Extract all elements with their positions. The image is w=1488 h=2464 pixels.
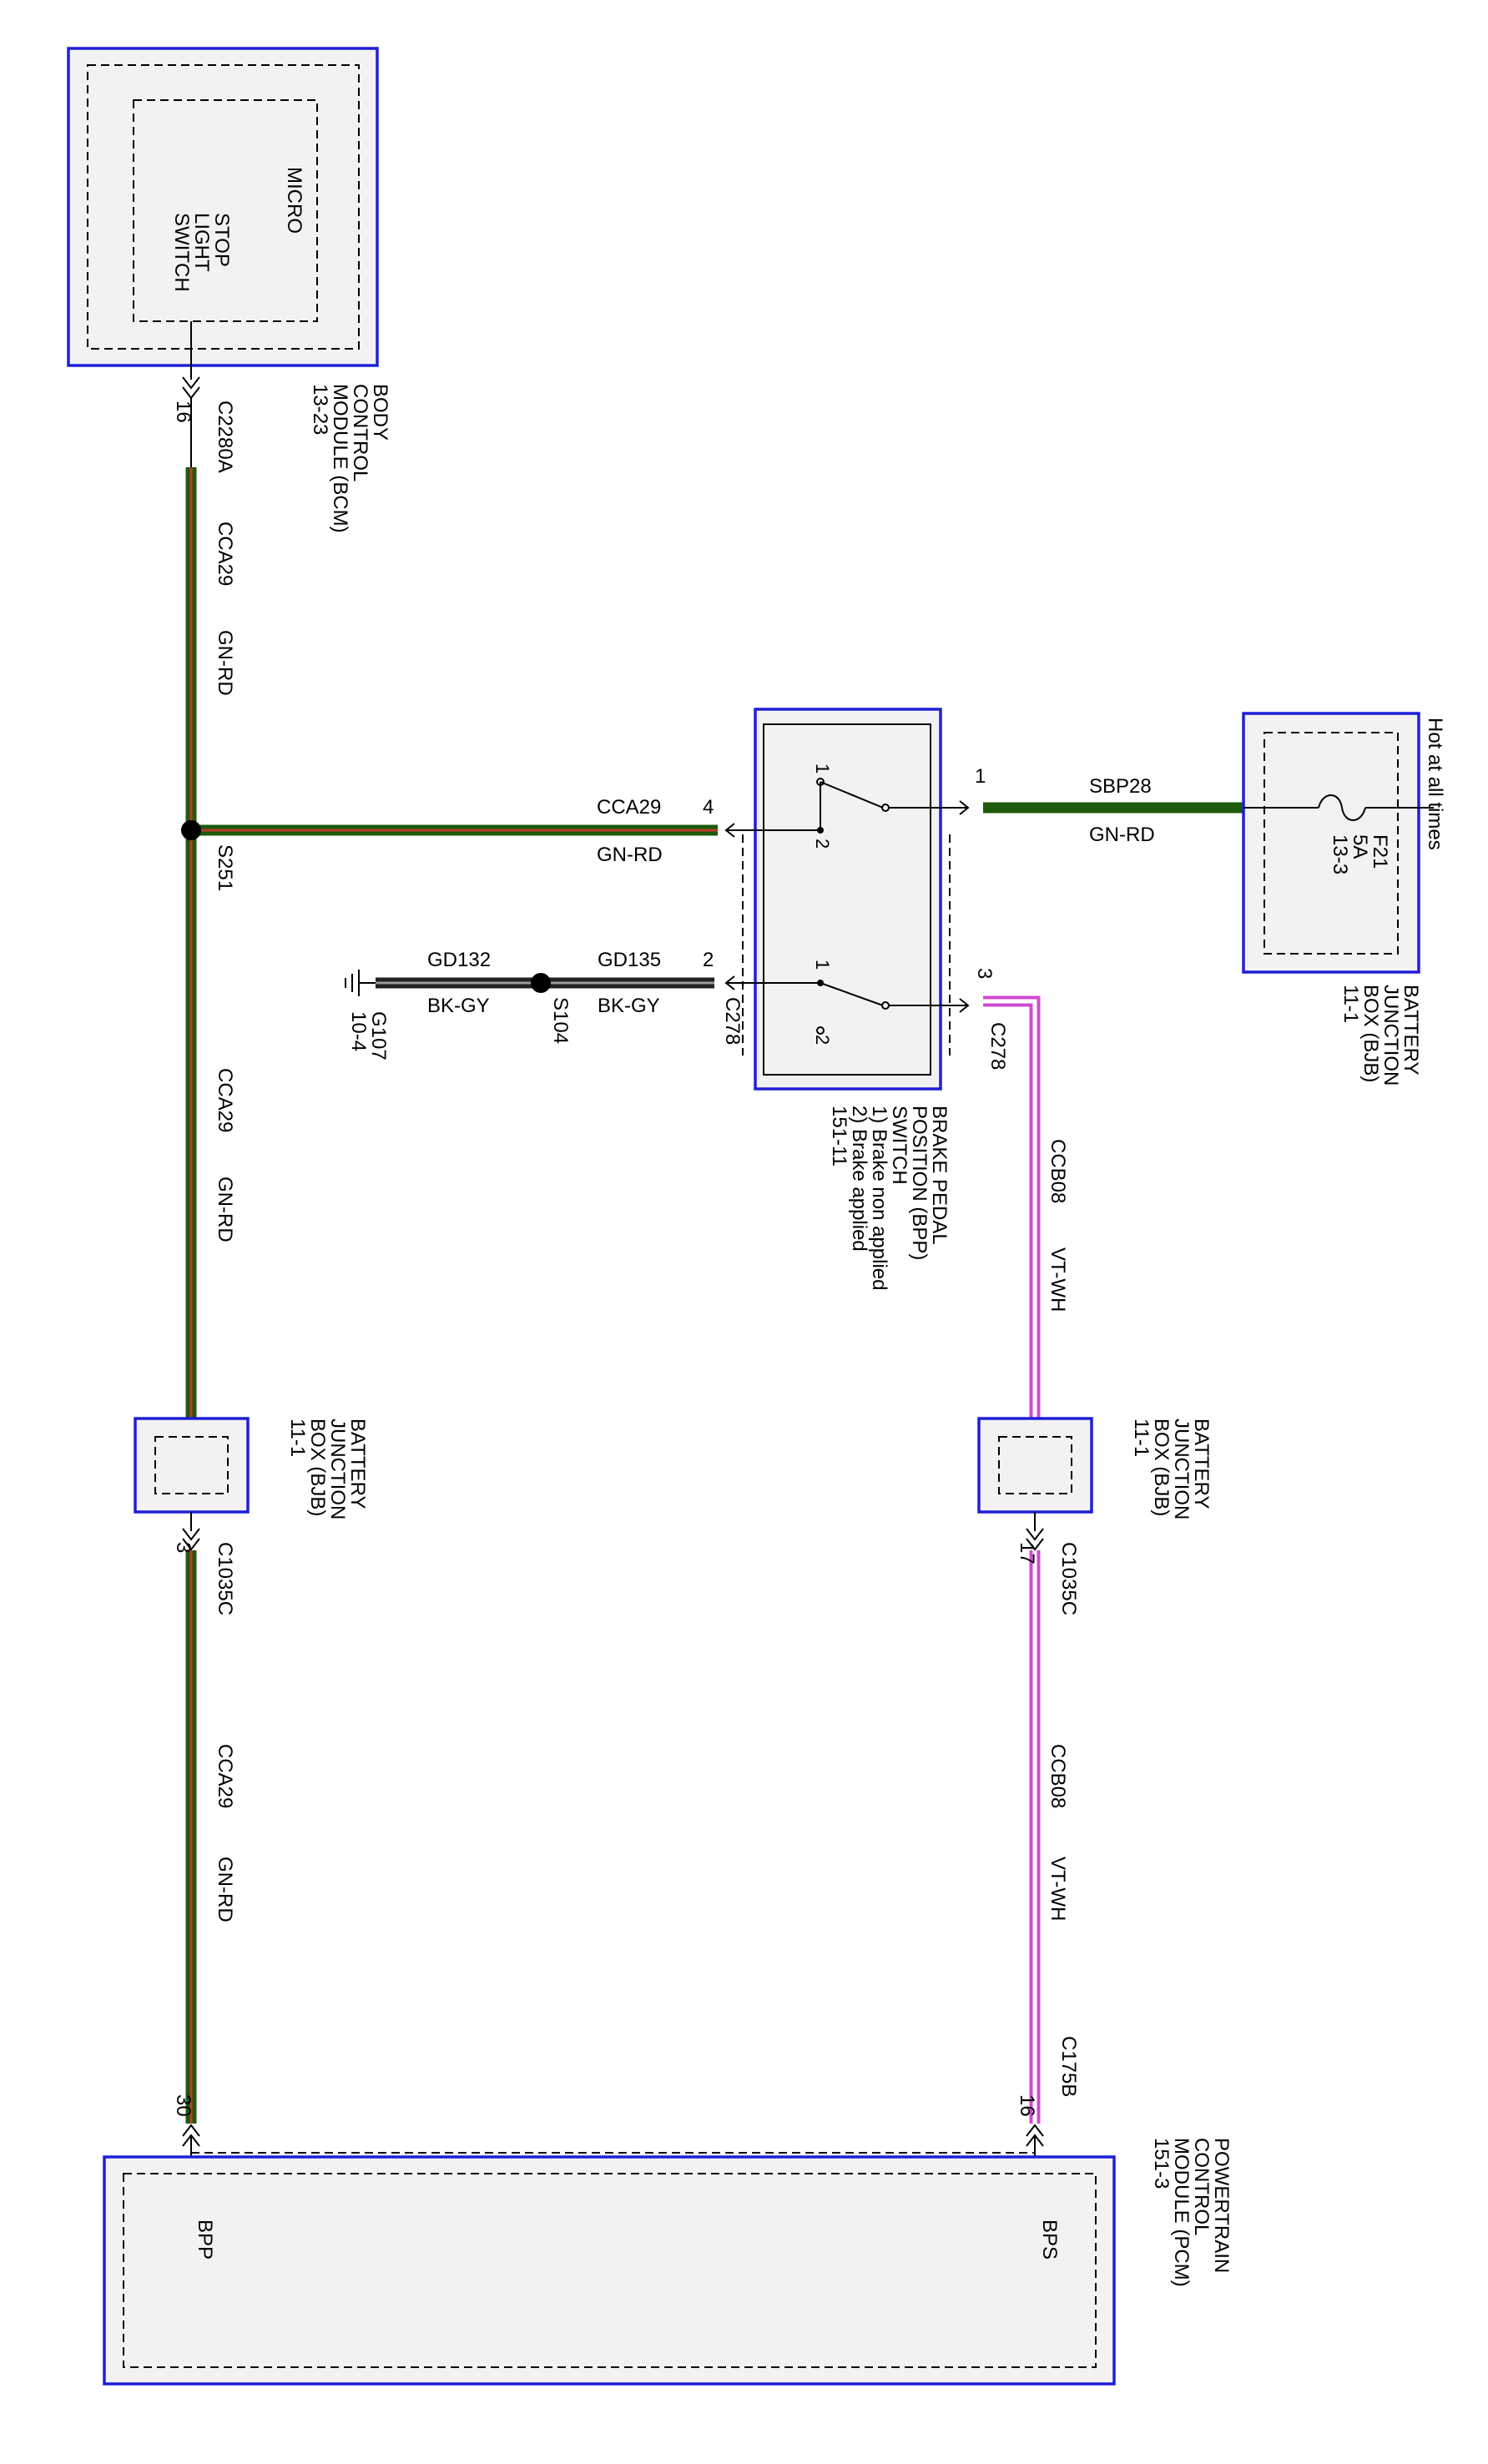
fuse-label-line-2: 5A xyxy=(1349,834,1371,859)
bpp-label-line-5: 2) Brake applied xyxy=(848,1106,870,1252)
brake-pedal-position-switch: 1 2 1 2 BRAKE PEDAL POSITION (BPP) SWITC… xyxy=(724,708,970,1290)
bcm-inner-label-line-1: MICRO xyxy=(283,167,305,234)
wire-color-ccb08-bottom: VT-WH xyxy=(1047,1857,1069,1921)
bcm-inner-label-line-4: SWITCH xyxy=(170,213,193,292)
connector-c1035c-left-pin: 3 xyxy=(172,1542,194,1553)
connector-c2280a-pin: 16 xyxy=(172,401,194,423)
bpp-label-line-3: SWITCH xyxy=(888,1106,910,1185)
splice-s251-label: S251 xyxy=(214,844,236,891)
wire-color-gd135: BK-GY xyxy=(598,995,660,1017)
bcm-label-line-1: BODY xyxy=(369,384,391,441)
bjb-left-label-line-1: BATTERY xyxy=(346,1418,369,1509)
wire-label-gd132: GD132 xyxy=(427,949,491,971)
fuse-label-line-3: 13-3 xyxy=(1329,834,1351,874)
bjb-right-label-line-3: BOX (BJB) xyxy=(1150,1418,1173,1516)
connector-c1035c-left: C1035C xyxy=(214,1542,236,1615)
wire-color-cca29-mid: GN-RD xyxy=(214,1177,236,1242)
connector-c278-pin-1: 1 xyxy=(975,765,986,788)
wires xyxy=(185,467,1243,2124)
wire-color-cca29-top: GN-RD xyxy=(214,630,236,696)
wire-label-ccb08-top: CCB08 xyxy=(1047,1139,1069,1203)
wire-color-cca29-horizontal: GN-RD xyxy=(597,844,663,866)
bjb-right-label-line-1: BATTERY xyxy=(1190,1418,1213,1509)
connector-c278-left: C278 xyxy=(721,997,744,1045)
wire-label-cca29-horizontal: CCA29 xyxy=(597,796,661,819)
bjb-fuse-label-line-4: 11-1 xyxy=(1339,985,1362,1023)
connector-c278-pin-2: 2 xyxy=(703,949,714,971)
battery-junction-box-fuse: Hot at all times F21 5A 13-3 BATTERY JUN… xyxy=(1242,712,1446,1086)
connector-c175b: C175B xyxy=(1057,2036,1080,2097)
wire-color-cca29-bottom: GN-RD xyxy=(214,1857,236,1922)
battery-junction-box-right: BATTERY JUNCTION BOX (BJB) 11-1 C1035C 1… xyxy=(977,1417,1213,1615)
bjb-right-label-line-4: 11-1 xyxy=(1130,1418,1153,1457)
bjb-fuse-label-line-2: JUNCTION xyxy=(1380,985,1402,1086)
wire-label-sbp28: SBP28 xyxy=(1089,775,1152,798)
splice-s251: S251 xyxy=(181,820,236,891)
bpp-label-line-1: BRAKE PEDAL xyxy=(928,1106,951,1245)
ground-label-line-1: G107 xyxy=(367,1011,390,1061)
wire-label-cca29-bottom: CCA29 xyxy=(214,1744,236,1808)
wire-color-sbp28: GN-RD xyxy=(1089,824,1155,846)
connector-c1035c-right: C1035C xyxy=(1057,1542,1080,1615)
connector-c278-pin-4: 4 xyxy=(703,796,714,819)
bjb-left-label-line-4: 11-1 xyxy=(286,1418,309,1457)
bpp-upper-pos-1: 1 xyxy=(812,763,833,773)
powertrain-control-module: BPP BPS POWERTRAIN CONTROL MODULE (PCM) … xyxy=(103,2124,1233,2386)
bjb-left-label-line-2: JUNCTION xyxy=(326,1418,349,1519)
wire-label-gd135: GD135 xyxy=(598,949,661,971)
bpp-label-line-6: 151-11 xyxy=(828,1106,850,1166)
pcm-label-line-3: MODULE (PCM) xyxy=(1170,2138,1193,2287)
splice-s104-label: S104 xyxy=(549,997,572,1044)
bpp-lower-pos-2: 2 xyxy=(812,1035,833,1045)
pcm-label-line-4: 151-3 xyxy=(1150,2138,1173,2189)
wire-color-gd132: BK-GY xyxy=(427,995,490,1017)
bpp-label-line-2: POSITION (BPP) xyxy=(908,1106,931,1260)
connector-c278-pin-3: 3 xyxy=(973,968,996,979)
bjb-fuse-header: Hot at all times xyxy=(1424,718,1446,850)
connector-c175b-pin: 16 xyxy=(1016,2094,1038,2117)
body-control-module: MICRO STOP LIGHT SWITCH BODY CONTROL MOD… xyxy=(67,47,391,533)
splice-s104: S104 xyxy=(531,973,572,1044)
bjb-left-label-line-3: BOX (BJB) xyxy=(306,1418,329,1516)
connector-pcm-pin-30: 30 xyxy=(172,2094,194,2117)
connector-c1035c-right-pin: 17 xyxy=(1016,1542,1038,1565)
bcm-label-line-3: MODULE (BCM) xyxy=(329,384,351,533)
pcm-pin-bps: BPS xyxy=(1038,2220,1061,2260)
wire-label-cca29-mid: CCA29 xyxy=(214,1068,236,1132)
connector-c278-right: C278 xyxy=(986,1022,1009,1070)
fuse-label-line-1: F21 xyxy=(1369,834,1391,869)
ground-label-line-2: 10-4 xyxy=(347,1011,370,1051)
wire-label-ccb08-bottom: CCB08 xyxy=(1047,1744,1069,1808)
bcm-inner-label-line-2: STOP xyxy=(210,213,233,267)
bcm-label-line-2: CONTROL xyxy=(349,384,371,481)
pcm-label-line-1: POWERTRAIN xyxy=(1210,2138,1233,2273)
ground-g107: G107 10-4 xyxy=(345,970,390,1061)
bpp-label-line-4: 1) Brake non applied xyxy=(868,1106,890,1290)
bcm-label-line-4: 13-23 xyxy=(309,384,331,435)
bpp-upper-pos-2: 2 xyxy=(812,839,833,849)
bjb-right-label-line-2: JUNCTION xyxy=(1170,1418,1193,1519)
wire-label-cca29-top: CCA29 xyxy=(214,522,236,586)
connector-c2280a: C2280A xyxy=(214,401,236,473)
bjb-fuse-label-line-3: BOX (BJB) xyxy=(1359,985,1382,1082)
pcm-pin-bpp: BPP xyxy=(194,2220,216,2260)
battery-junction-box-left: BATTERY JUNCTION BOX (BJB) 11-1 C1035C 3 xyxy=(134,1417,369,1615)
bjb-fuse-label-line-1: BATTERY xyxy=(1400,985,1422,1075)
wire-color-ccb08-top: VT-WH xyxy=(1047,1247,1069,1312)
bpp-lower-pos-1: 1 xyxy=(812,960,833,970)
pcm-label-line-2: CONTROL xyxy=(1190,2138,1213,2235)
bcm-inner-label-line-3: LIGHT xyxy=(190,213,213,272)
